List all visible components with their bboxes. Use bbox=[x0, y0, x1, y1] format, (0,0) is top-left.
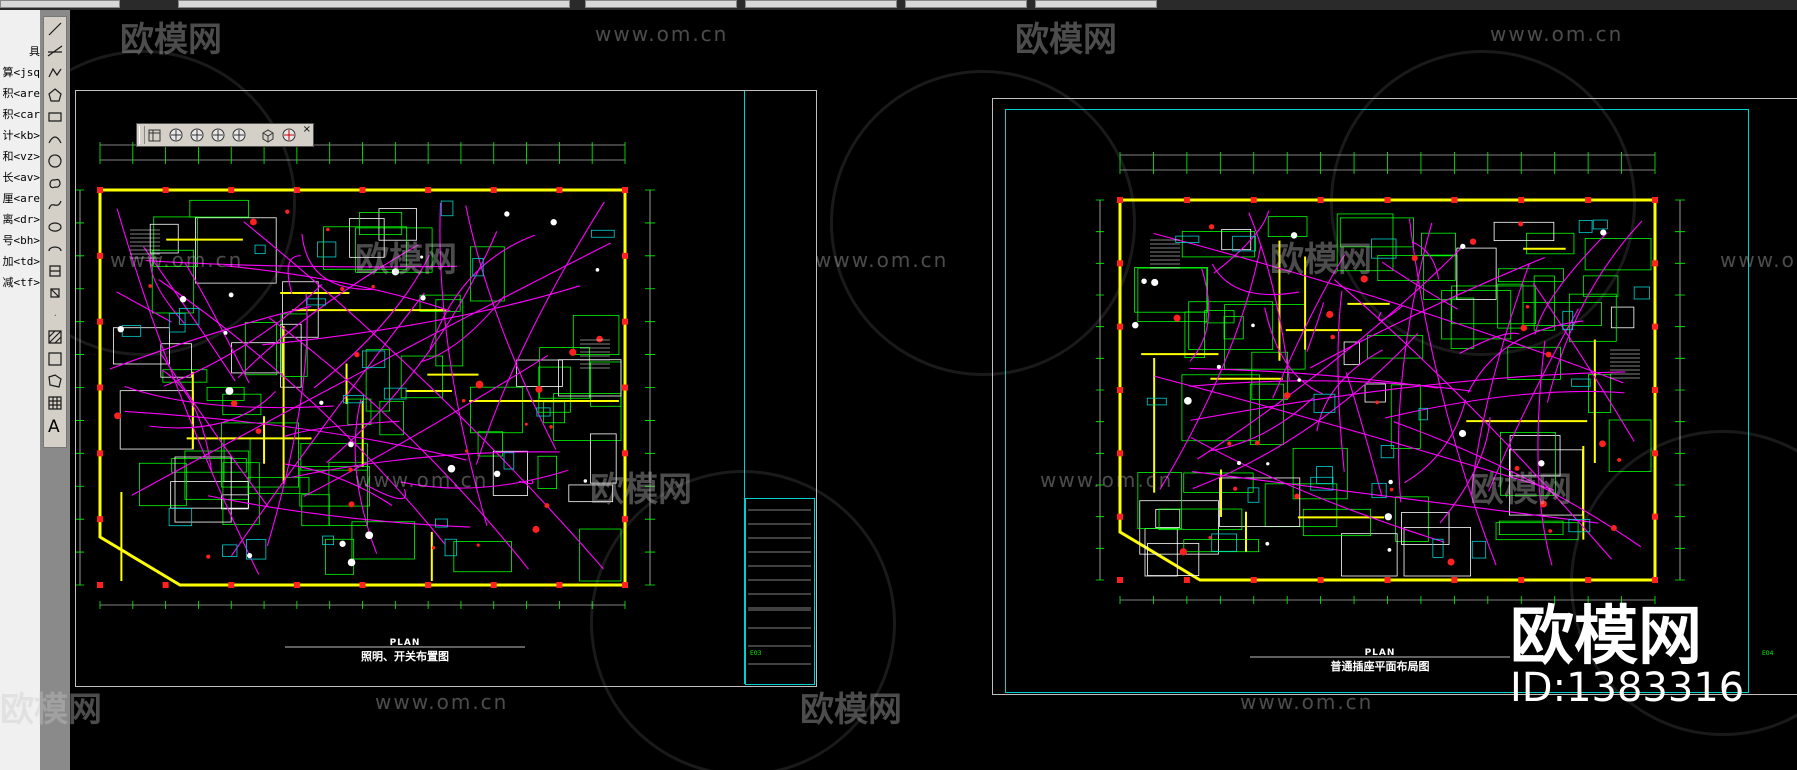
command-item[interactable]: 具 bbox=[29, 45, 40, 58]
command-item[interactable]: 长<av> bbox=[2, 171, 41, 184]
box-icon[interactable] bbox=[260, 127, 276, 143]
render-icon[interactable] bbox=[281, 127, 297, 143]
command-item[interactable]: 号<bh> bbox=[2, 234, 41, 247]
view-icon[interactable] bbox=[147, 127, 163, 143]
floor-plan bbox=[76, 142, 655, 609]
watermark-url: www.om.cn bbox=[110, 248, 244, 272]
text-tool-icon[interactable]: A bbox=[48, 417, 60, 437]
watermark-brand: 欧模网 bbox=[590, 470, 692, 510]
color-dropdown[interactable] bbox=[905, 0, 1027, 8]
command-item[interactable]: 积<are bbox=[2, 87, 41, 100]
watermark-url: www.om.cn bbox=[1240, 690, 1374, 714]
point-icon[interactable] bbox=[47, 307, 63, 323]
polyline-icon[interactable] bbox=[47, 65, 63, 81]
watermark-url: www.om.cn bbox=[595, 22, 729, 46]
plotstyle-dropdown[interactable] bbox=[1035, 0, 1157, 8]
plan-title-1-cn: 照明、开关布置图 bbox=[361, 650, 449, 663]
line-icon[interactable] bbox=[47, 21, 63, 37]
style-dropdown[interactable] bbox=[178, 0, 570, 8]
watermark-brand: 欧模网 bbox=[800, 690, 902, 730]
watermark-brand: 欧模网 bbox=[120, 20, 222, 60]
insert-block-icon[interactable] bbox=[47, 263, 63, 279]
close-icon[interactable]: × bbox=[302, 124, 311, 135]
plan-title-2-en: PLAN bbox=[1364, 648, 1396, 658]
construction-line-icon[interactable] bbox=[47, 43, 63, 59]
floating-3d-toolbar: × bbox=[136, 123, 314, 147]
command-item[interactable]: 计<kb> bbox=[2, 129, 41, 142]
polygon-icon[interactable] bbox=[47, 87, 63, 103]
command-shortcut-panel: 具算<jsq 积<are 积<car 计<kb> 和<vz> 长<av> 厘<are 离<dr… bbox=[0, 10, 40, 770]
command-item[interactable]: 和<vz> bbox=[2, 150, 41, 163]
view-rotate-icon[interactable] bbox=[189, 127, 205, 143]
table-icon[interactable] bbox=[47, 395, 63, 411]
watermark-brand: 欧模网 bbox=[1015, 20, 1117, 60]
plan-title-1-en: PLAN bbox=[389, 638, 421, 648]
watermark-id: ID:1383316 bbox=[1510, 665, 1745, 711]
gradient-icon[interactable] bbox=[47, 351, 63, 367]
sphere-icon[interactable] bbox=[168, 127, 184, 143]
rectangle-icon[interactable] bbox=[47, 109, 63, 125]
watermark-url: www.om.cn bbox=[1720, 248, 1797, 272]
watermark-brand: 欧模网 bbox=[1270, 240, 1372, 280]
plan-title-2: PLAN 普通插座平面布局图 bbox=[1250, 648, 1510, 674]
drawing-canvas[interactable]: PLAN 照明、开关布置图 E03 PLAN 普通插座平面布局图 E04 bbox=[70, 10, 1797, 770]
linetype-dropdown[interactable] bbox=[585, 0, 737, 8]
lineweight-dropdown[interactable] bbox=[745, 0, 897, 8]
draw-toolbar-column: A bbox=[43, 16, 67, 448]
region-icon[interactable] bbox=[47, 373, 63, 389]
orbit-icon[interactable] bbox=[231, 127, 247, 143]
command-item[interactable]: 厘<are bbox=[2, 192, 41, 205]
watermark-circle bbox=[590, 470, 896, 770]
watermark-circle bbox=[830, 70, 1136, 376]
top-toolbar-strip bbox=[0, 0, 1797, 10]
ellipse-icon[interactable] bbox=[47, 219, 63, 235]
watermark-url: www.om.cn bbox=[1040, 468, 1174, 492]
sheet-1-frame bbox=[76, 91, 745, 684]
arc-icon[interactable] bbox=[47, 131, 63, 147]
draw-toolbar: A bbox=[40, 10, 70, 770]
watermark-url: www.om.cn bbox=[355, 468, 489, 492]
plan-title-2-cn: 普通插座平面布局图 bbox=[1330, 660, 1430, 673]
make-block-icon[interactable] bbox=[47, 285, 63, 301]
revision-cloud-icon[interactable] bbox=[47, 175, 63, 191]
watermark-url: www.om.cn bbox=[1490, 22, 1624, 46]
hatch-icon[interactable] bbox=[47, 329, 63, 345]
spline-icon[interactable] bbox=[47, 197, 63, 213]
cad-drawing bbox=[76, 142, 1685, 665]
watermark-brand-large: 欧模网 bbox=[1510, 600, 1702, 674]
plan-title-1: PLAN 照明、开关布置图 bbox=[285, 638, 525, 664]
command-item[interactable]: 算<jsq bbox=[2, 66, 41, 79]
watermark-circle bbox=[1330, 50, 1636, 356]
toolbar-grip[interactable] bbox=[139, 126, 145, 144]
watermark-brand: 欧模网 bbox=[1470, 470, 1572, 510]
watermark-brand: 欧模网 bbox=[0, 690, 102, 730]
ellipse-arc-icon[interactable] bbox=[47, 241, 63, 257]
command-item[interactable]: 离<dr> bbox=[2, 213, 41, 226]
drawing-sheet-1 bbox=[75, 90, 817, 687]
command-item[interactable]: 减<tf> bbox=[2, 276, 41, 289]
circle-icon[interactable] bbox=[47, 153, 63, 169]
watermark-url: www.om.cn bbox=[375, 690, 509, 714]
command-item[interactable]: 加<td> bbox=[2, 255, 41, 268]
view-pan-icon[interactable] bbox=[210, 127, 226, 143]
watermark-url: www.om.cn bbox=[815, 248, 949, 272]
watermark-brand: 欧模网 bbox=[355, 240, 457, 280]
command-item[interactable]: 积<car bbox=[2, 108, 41, 121]
layer-dropdown[interactable] bbox=[0, 0, 120, 8]
